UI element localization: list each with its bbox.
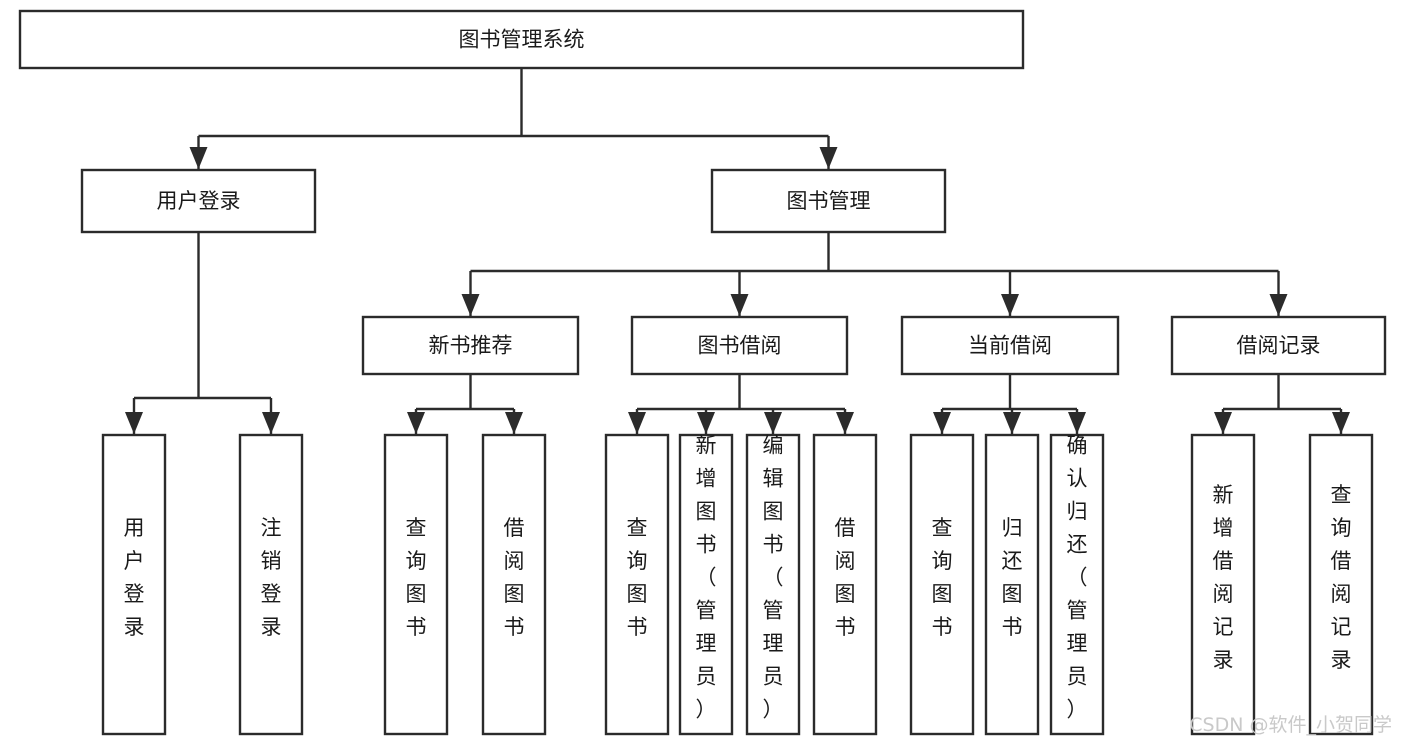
node-box[interactable]	[678, 433, 734, 736]
node-box[interactable]	[1049, 433, 1105, 736]
arrow-head-icon	[125, 412, 143, 434]
node-label: 新书推荐	[429, 334, 513, 358]
node-label: 查询借阅记录	[1331, 483, 1352, 672]
node-box[interactable]	[630, 315, 849, 376]
node-book-borrow[interactable]: 图书借阅	[630, 315, 849, 376]
node-box[interactable]	[745, 433, 801, 736]
arrow-head-icon	[819, 147, 838, 169]
node-leaf-borrow-book[interactable]: 借阅图书	[812, 433, 878, 736]
node-box[interactable]	[909, 433, 975, 736]
node-box[interactable]	[101, 433, 167, 736]
arrow-head-icon	[505, 412, 523, 434]
node-box[interactable]	[238, 433, 304, 736]
arrow-head-icon	[1214, 412, 1232, 434]
node-label: 新增借阅记录	[1213, 483, 1234, 672]
connectors-layer	[125, 68, 1350, 434]
arrow-head-icon	[1068, 412, 1086, 434]
node-box[interactable]	[710, 168, 947, 234]
node-label: 编辑图书（管理员）	[763, 434, 784, 722]
node-box[interactable]	[984, 433, 1040, 736]
node-box[interactable]	[1170, 315, 1387, 376]
node-box[interactable]	[1190, 433, 1256, 736]
node-box[interactable]	[80, 168, 317, 234]
node-box[interactable]	[900, 315, 1120, 376]
node-label: 确认归还（管理员）	[1067, 434, 1088, 722]
node-leaf-query-book-cur[interactable]: 查询图书	[909, 433, 975, 736]
node-label: 当前借阅	[968, 334, 1052, 358]
node-label: 归还图书	[1002, 516, 1023, 639]
arrow-head-icon	[764, 412, 782, 434]
arrow-head-icon	[1003, 412, 1021, 434]
node-leaf-borrow-book-rec[interactable]: 借阅图书	[481, 433, 547, 736]
node-label: 查询图书	[627, 516, 648, 639]
node-label: 图书借阅	[698, 334, 782, 358]
node-box[interactable]	[812, 433, 878, 736]
node-label: 用户登录	[124, 516, 145, 639]
node-label: 借阅图书	[504, 516, 525, 639]
node-label: 借阅记录	[1237, 334, 1321, 358]
node-label: 新增图书（管理员）	[696, 434, 717, 722]
node-label: 查询图书	[406, 516, 427, 639]
nodes-layer: 图书管理系统用户登录图书管理新书推荐图书借阅当前借阅借阅记录用户登录注销登录查询…	[18, 9, 1387, 736]
node-label: 图书管理系统	[459, 28, 585, 52]
arrow-head-icon	[1332, 412, 1350, 434]
arrow-head-icon	[407, 412, 425, 434]
arrow-head-icon	[730, 294, 749, 316]
node-borrow-records[interactable]: 借阅记录	[1170, 315, 1387, 376]
node-label: 用户登录	[157, 189, 241, 213]
node-leaf-add-book[interactable]: 新增图书（管理员）	[678, 433, 734, 736]
node-root[interactable]: 图书管理系统	[18, 9, 1025, 70]
arrow-head-icon	[1001, 294, 1019, 316]
node-box[interactable]	[604, 433, 670, 736]
arrow-head-icon	[933, 412, 951, 434]
node-box[interactable]	[361, 315, 580, 376]
node-label: 查询图书	[932, 516, 953, 639]
arrow-head-icon	[262, 412, 280, 434]
arrow-head-icon	[461, 294, 480, 316]
arrow-head-icon	[836, 412, 854, 434]
node-leaf-return-book[interactable]: 归还图书	[984, 433, 1040, 736]
node-leaf-query-book-rec[interactable]: 查询图书	[383, 433, 449, 736]
node-leaf-edit-book[interactable]: 编辑图书（管理员）	[745, 433, 801, 736]
node-leaf-confirm-return[interactable]: 确认归还（管理员）	[1049, 433, 1105, 736]
arrow-head-icon	[697, 412, 715, 434]
node-leaf-logout[interactable]: 注销登录	[238, 433, 304, 736]
node-box[interactable]	[383, 433, 449, 736]
node-new-book-recommend[interactable]: 新书推荐	[361, 315, 580, 376]
node-book-manage[interactable]: 图书管理	[710, 168, 947, 234]
node-label: 注销登录	[261, 516, 282, 639]
csdn-watermark: CSDN @软件_小贺同学	[1189, 714, 1392, 736]
node-leaf-add-record[interactable]: 新增借阅记录	[1190, 433, 1256, 736]
node-label: 借阅图书	[835, 516, 856, 639]
node-box[interactable]	[18, 9, 1025, 70]
node-box[interactable]	[1308, 433, 1374, 736]
node-leaf-query-record[interactable]: 查询借阅记录	[1308, 433, 1374, 736]
arrow-head-icon	[1269, 294, 1288, 316]
arrow-head-icon	[189, 147, 208, 169]
node-current-borrow[interactable]: 当前借阅	[900, 315, 1120, 376]
node-leaf-user-login[interactable]: 用户登录	[101, 433, 167, 736]
node-leaf-query-book-borrow[interactable]: 查询图书	[604, 433, 670, 736]
node-user-login[interactable]: 用户登录	[80, 168, 317, 234]
node-box[interactable]	[481, 433, 547, 736]
node-label: 图书管理	[787, 189, 871, 213]
arrow-head-icon	[628, 412, 646, 434]
